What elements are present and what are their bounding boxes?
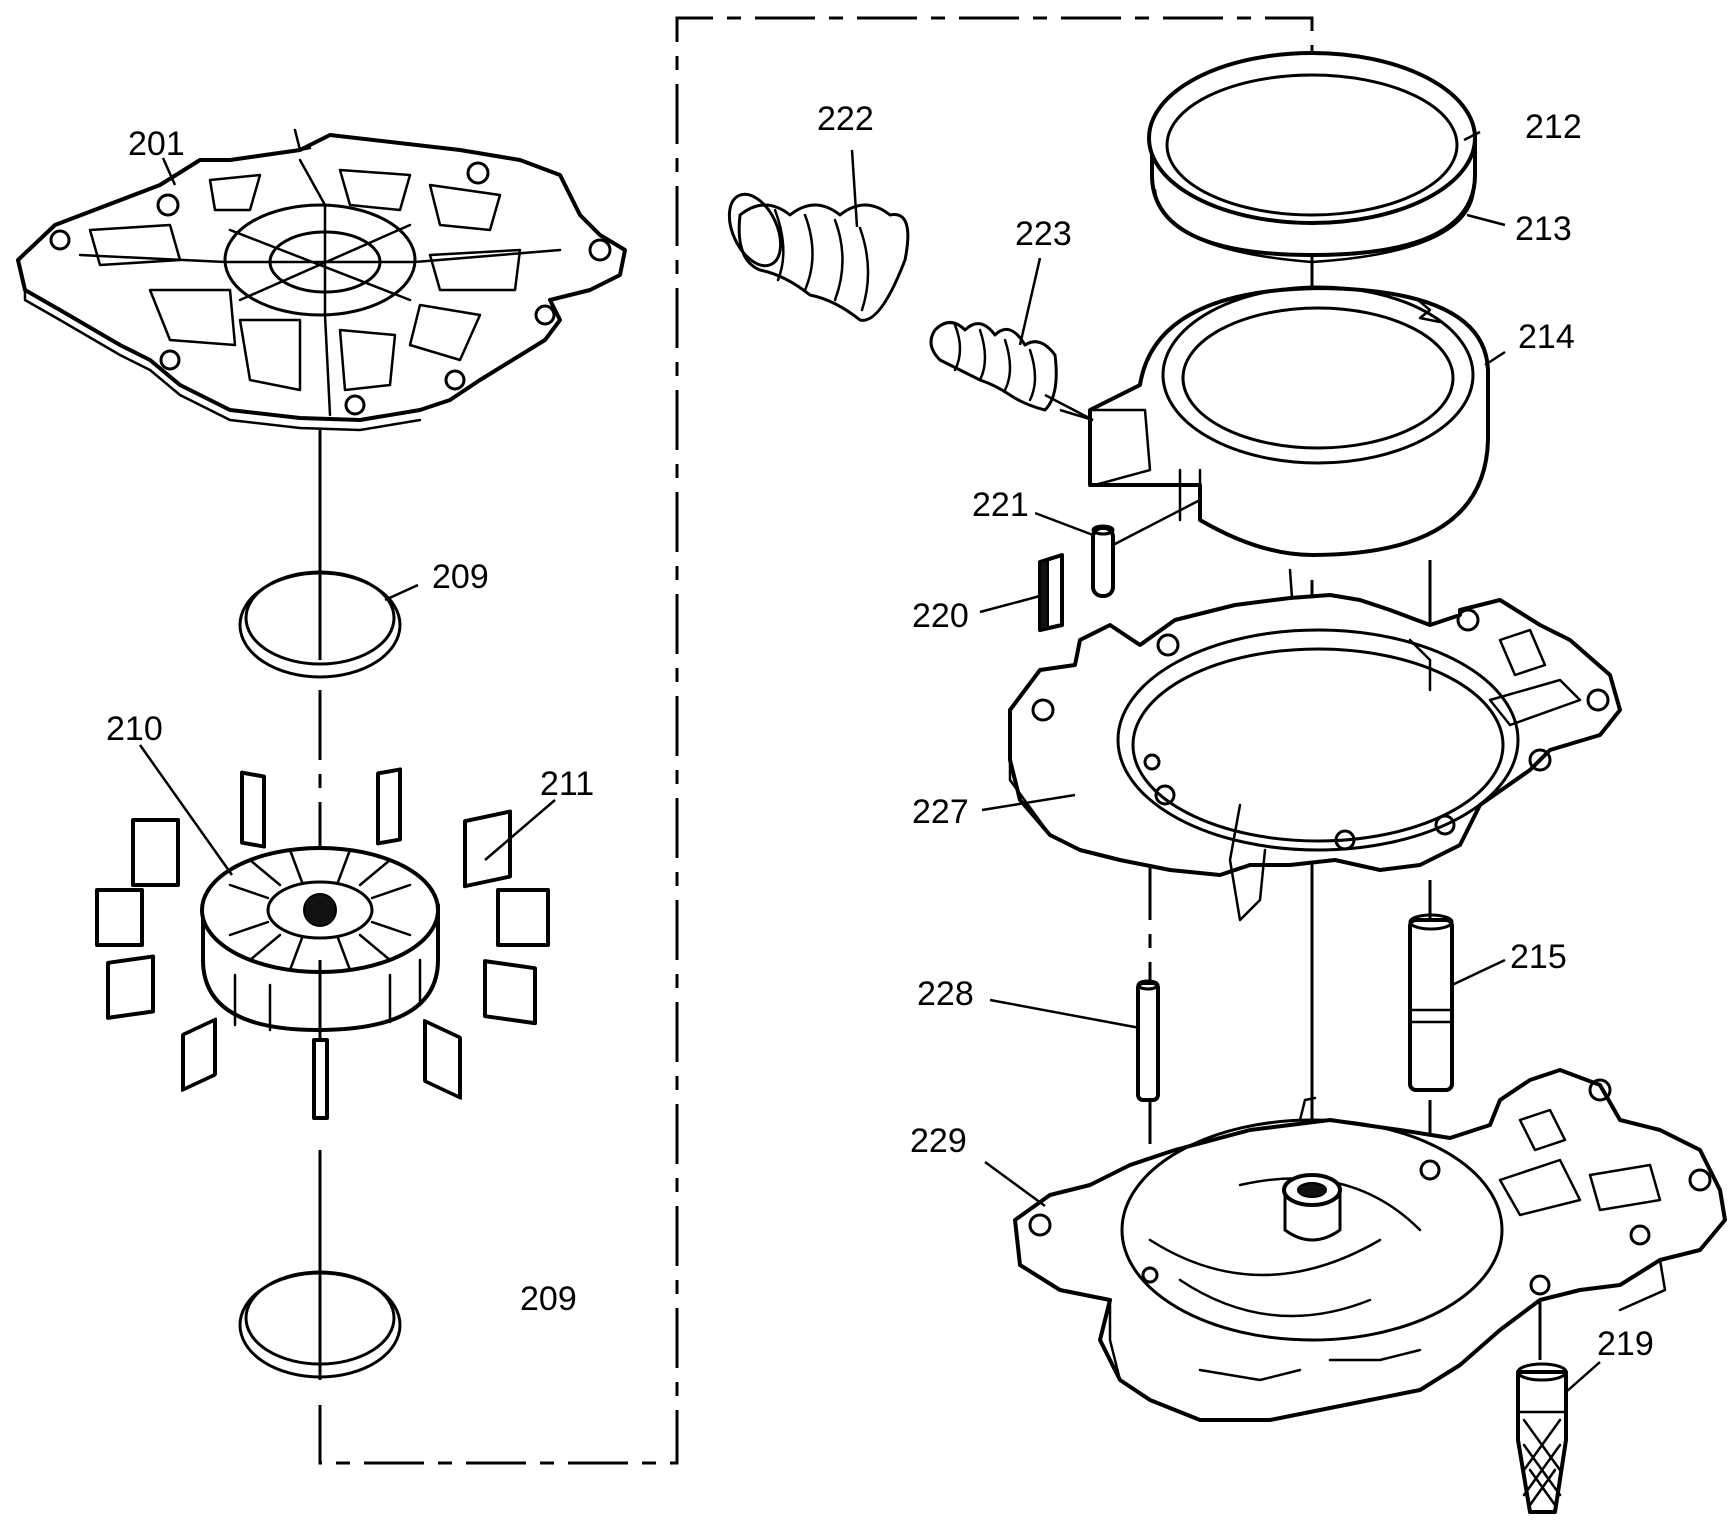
callout-220: 220 bbox=[912, 597, 969, 635]
callout-209-upper: 209 bbox=[432, 558, 489, 596]
part-211-vanes bbox=[95, 767, 550, 1120]
leader-lines bbox=[138, 130, 1601, 1393]
callout-222: 222 bbox=[817, 100, 874, 138]
callout-223: 223 bbox=[1015, 215, 1072, 253]
part-214-slide bbox=[1059, 285, 1490, 557]
part-227-pump-body bbox=[1008, 568, 1622, 922]
callout-221: 221 bbox=[972, 486, 1029, 524]
part-215-pin bbox=[1408, 913, 1454, 1092]
callout-212: 212 bbox=[1525, 108, 1582, 146]
part-201-pump-cover bbox=[16, 128, 627, 432]
part-209-o-ring-upper bbox=[238, 566, 402, 679]
part-229-pump-base bbox=[1013, 1068, 1727, 1422]
part-212-slide-ring bbox=[1147, 51, 1477, 257]
callout-219: 219 bbox=[1597, 1325, 1654, 1363]
callout-labels: 201 209 210 211 209 222 223 212 213 214 … bbox=[106, 100, 1654, 1363]
part-219-screen bbox=[1516, 1362, 1568, 1514]
callout-214: 214 bbox=[1518, 318, 1575, 356]
callout-201: 201 bbox=[128, 125, 185, 163]
callout-210: 210 bbox=[106, 710, 163, 748]
callout-215: 215 bbox=[1510, 938, 1567, 976]
part-209-o-ring-lower bbox=[238, 1270, 402, 1379]
part-228-dowel-pin bbox=[1136, 979, 1160, 1102]
callout-229: 229 bbox=[910, 1122, 967, 1160]
callout-213: 213 bbox=[1515, 210, 1572, 248]
callout-227: 227 bbox=[912, 793, 969, 831]
part-221-pivot-pin bbox=[1091, 498, 1201, 598]
callout-211: 211 bbox=[540, 765, 594, 803]
assembly-frame bbox=[318, 16, 1314, 1465]
part-220-seal bbox=[1038, 553, 1064, 632]
callout-209-lower: 209 bbox=[520, 1280, 577, 1318]
part-222-outer-spring bbox=[727, 192, 910, 322]
part-223-inner-spring bbox=[929, 321, 1094, 422]
callout-228: 228 bbox=[917, 975, 974, 1013]
part-213-seal bbox=[1153, 188, 1476, 264]
